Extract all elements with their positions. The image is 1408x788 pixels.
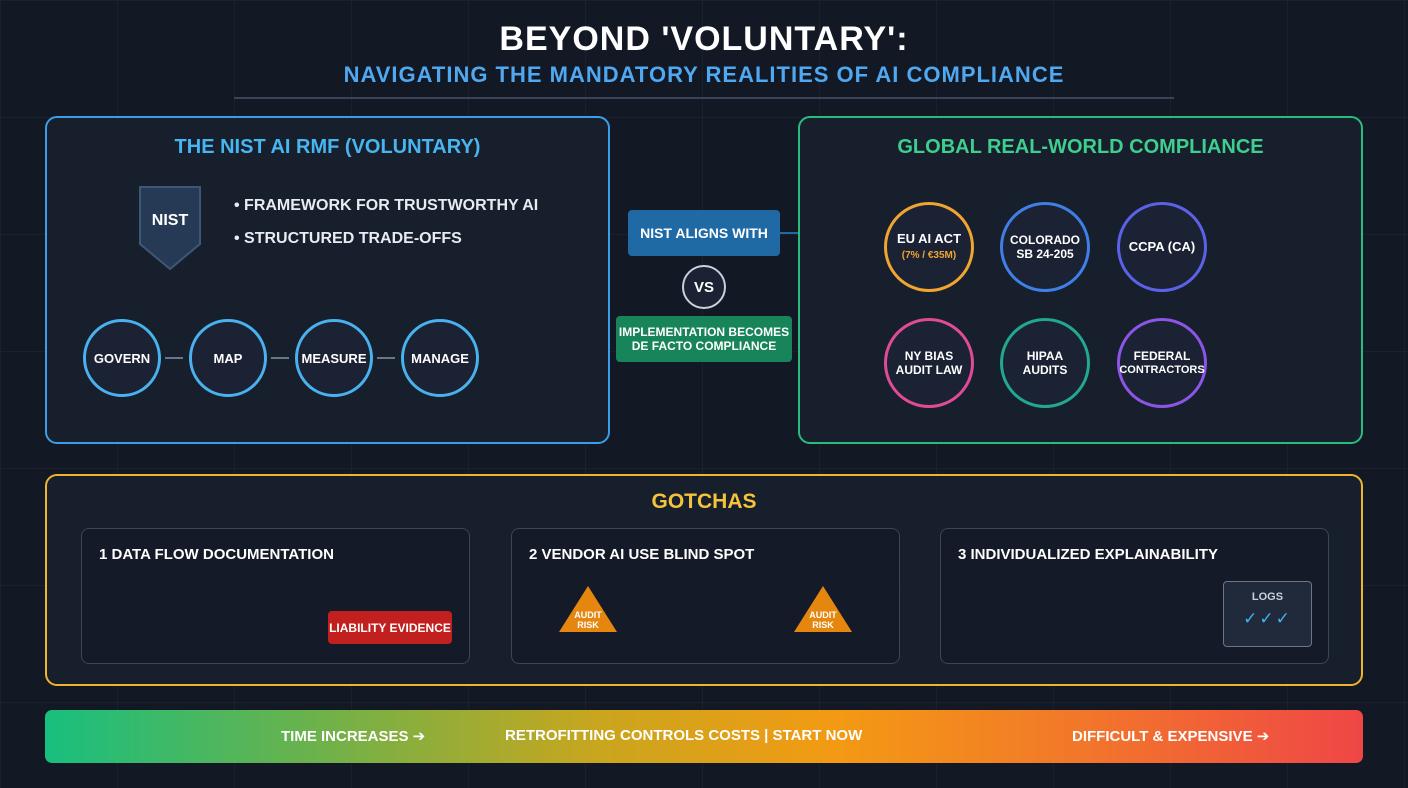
gotchas-panel: GOTCHAS 1 DATA FLOW DOCUMENTATION LIABIL… [45,474,1363,686]
rmf-connector [271,357,289,359]
ny-bias-label-2: AUDIT LAW [895,363,963,377]
eu-ai-act-penalty: (7% / €35M) [901,249,957,261]
nist-bullet-2: • STRUCTURED TRADE-OFFS [234,230,462,247]
check-icon: ✓✓✓ [1243,609,1292,628]
shield-icon [139,186,201,270]
vs-badge: VS [682,265,726,309]
ccpa-label: CCPA (CA) [1128,239,1196,254]
cost-timeline-bar: TIME INCREASES ➔ RETROFITTING CONTROLS C… [45,710,1363,763]
rmf-govern-node: GOVERN [83,319,161,397]
implementation-label: IMPLEMENTATION BECOMES DE FACTO COMPLIAN… [616,316,792,362]
eu-ai-act-label: EU AI ACT [896,230,962,246]
difficult-expensive-label: DIFFICULT & EXPENSIVE ➔ [1072,728,1270,745]
audit-risk-line-2: RISK [577,620,599,630]
warning-triangle-icon [794,586,852,632]
hipaa-label: HIPAA AUDITS [1022,349,1068,377]
implementation-line-1: IMPLEMENTATION BECOMES [618,325,790,339]
colorado-bill: SB 24-205 [1016,247,1074,261]
global-panel-title: GLOBAL REAL-WORLD COMPLIANCE [897,136,1264,158]
rmf-connector [165,357,183,359]
time-increases-label: TIME INCREASES ➔ [281,728,426,745]
warning-triangle-icon [559,586,617,632]
rmf-manage-node: MANAGE [401,319,479,397]
nist-bullet-1: • FRAMEWORK FOR TRUSTWORTHY AI [234,197,539,214]
hipaa-node: HIPAA AUDITS [1000,318,1090,408]
gotcha-card-data-flow: 1 DATA FLOW DOCUMENTATION LIABILITY EVID… [81,528,470,664]
audit-risk-line-2: RISK [812,620,834,630]
rmf-measure-node: MEASURE [295,319,373,397]
nist-panel-title: THE NIST AI RMF (VOLUNTARY) [174,136,481,158]
retrofitting-label: RETROFITTING CONTROLS COSTS | START NOW [505,727,863,744]
audit-risk-line-1: AUDIT [574,610,602,620]
gotcha-card-vendor: 2 VENDOR AI USE BLIND SPOT AUDIT RISK AU… [511,528,900,664]
gotcha-card-explainability: 3 INDIVIDUALIZED EXPLAINABILITY LOGS ✓✓✓ [940,528,1329,664]
logs-box: LOGS ✓✓✓ [1223,581,1312,647]
gotcha-card-title: 3 INDIVIDUALIZED EXPLAINABILITY [958,546,1219,563]
federal-label: FEDERAL [1133,349,1191,363]
audit-risk-label: AUDIT RISK [793,610,853,630]
contractors-label: CONTRACTORS [1119,364,1205,376]
nist-aligns-label: NIST ALIGNS WITH [628,210,780,256]
rmf-connector [377,357,395,359]
liability-evidence-badge: LIABILITY EVIDENCE [328,611,452,644]
audit-risk-label: AUDIT RISK [558,610,618,630]
eu-ai-act-node: EU AI ACT (7% / €35M) [884,202,974,292]
nist-badge-label: NIST [151,212,189,229]
gotchas-title: GOTCHAS [651,490,757,513]
gotcha-card-title: 2 VENDOR AI USE BLIND SPOT [529,546,755,563]
rmf-map-node: MAP [189,319,267,397]
colorado-node: COLORADO SB 24-205 [1000,202,1090,292]
ny-bias-label: NY BIAS [904,349,954,363]
ccpa-node: CCPA (CA) [1117,202,1207,292]
title-divider [234,97,1174,99]
page-subtitle: NAVIGATING THE MANDATORY REALITIES OF AI… [343,62,1065,87]
nist-rmf-panel: THE NIST AI RMF (VOLUNTARY) NIST • FRAME… [45,116,610,444]
gotcha-card-title: 1 DATA FLOW DOCUMENTATION [99,546,334,563]
logs-label: LOGS [1251,591,1284,603]
implementation-line-2: DE FACTO COMPLIANCE [631,339,777,353]
colorado-label: COLORADO [1010,233,1080,247]
page-title: BEYOND 'VOLUNTARY': [499,20,909,58]
audit-risk-line-1: AUDIT [809,610,837,620]
aligns-connector [780,232,800,234]
federal-contractors-node: FEDERAL CONTRACTORS [1117,318,1207,408]
ny-bias-node: NY BIAS AUDIT LAW [884,318,974,408]
global-compliance-panel: GLOBAL REAL-WORLD COMPLIANCE EU AI ACT (… [798,116,1363,444]
